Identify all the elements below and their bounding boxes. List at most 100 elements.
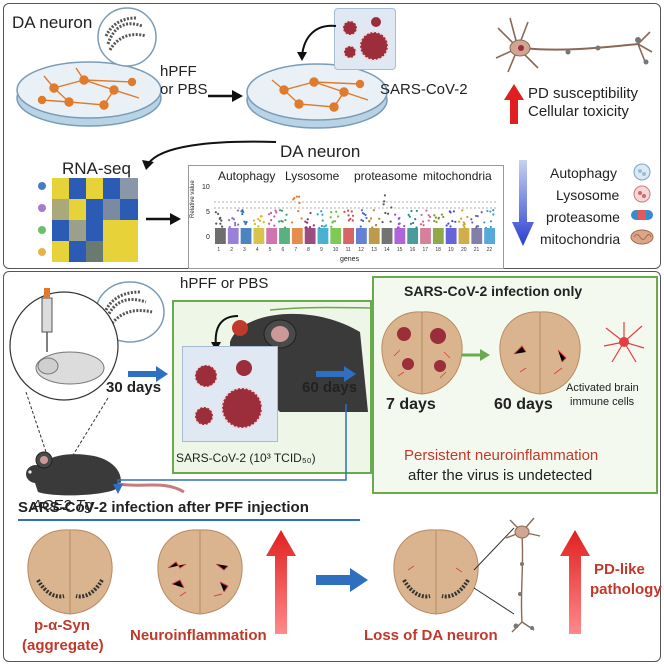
gene-xtick: 7 bbox=[294, 247, 298, 253]
gene-group bbox=[419, 209, 432, 244]
arrow-right-icon bbox=[208, 90, 243, 102]
brain-section-loss bbox=[393, 529, 479, 615]
legend-lysosome: Lysosome bbox=[556, 187, 620, 203]
legend-mitochondria: mitochondria bbox=[540, 231, 621, 247]
plot-category-autophagy: Autophagy bbox=[218, 169, 276, 183]
days-30-label: 30 days bbox=[106, 379, 162, 396]
pd-like-label-1: PD-like bbox=[594, 561, 645, 578]
gene-xtick: 19 bbox=[448, 247, 454, 253]
mouse-label: ACE2 Tg bbox=[32, 497, 93, 514]
outcome-1: PD susceptibility bbox=[528, 85, 639, 102]
pasyn-label-1: p-α-Syn bbox=[34, 617, 90, 634]
immune-label-2: immune cells bbox=[570, 396, 635, 408]
gene-xtick: 8 bbox=[307, 247, 310, 253]
after-pff-title: SARS-CoV-2 infection after PFF injection bbox=[18, 499, 309, 516]
gene-group bbox=[278, 209, 290, 244]
virus-label: SARS-CoV-2 bbox=[380, 81, 468, 98]
gene-xtick: 16 bbox=[409, 247, 416, 253]
blue-arrow-right-icon-2 bbox=[316, 366, 356, 382]
gene-xtick: 14 bbox=[384, 247, 390, 253]
gene-xtick: 10 bbox=[332, 247, 339, 253]
gene-group bbox=[381, 194, 393, 244]
gene-group bbox=[266, 209, 278, 244]
blue-arrow-right-icon bbox=[128, 366, 168, 382]
gene-group bbox=[356, 209, 368, 244]
gene-xtick: 17 bbox=[422, 247, 429, 253]
mouse-icon bbox=[26, 451, 185, 496]
loss-label: Loss of DA neuron bbox=[364, 627, 498, 644]
days-60-label: 60 days bbox=[302, 379, 358, 396]
immune-label-1: Activated brain bbox=[566, 382, 639, 394]
gene-plot bbox=[214, 194, 496, 244]
blue-big-arrow-icon bbox=[316, 568, 368, 592]
plot-ytick-0: 0 bbox=[206, 234, 210, 241]
green-short-arrow-icon bbox=[462, 349, 490, 361]
rnaseq-heatmap bbox=[38, 178, 138, 262]
after-pff-rule bbox=[18, 519, 360, 521]
lysosome-icon bbox=[633, 185, 651, 203]
gene-group bbox=[343, 209, 355, 244]
gene-group bbox=[470, 211, 483, 244]
treatment-label-2: or PBS bbox=[160, 81, 208, 98]
legend-proteasome: proteasome bbox=[546, 209, 620, 225]
petri-dish-infected bbox=[246, 63, 388, 129]
gene-xtick: 15 bbox=[396, 247, 403, 253]
plot-ylabel: Relative value bbox=[190, 180, 196, 218]
brain-section-inflamed bbox=[157, 529, 243, 615]
dashed-lines bbox=[25, 391, 109, 465]
gene-xtick: 22 bbox=[486, 247, 493, 253]
legend-autophagy: Autophagy bbox=[550, 165, 617, 181]
red-up-arrow-icon-3 bbox=[560, 530, 590, 634]
proteasome-icon bbox=[631, 210, 653, 220]
plot-xlabel: genes bbox=[340, 256, 360, 263]
plot-category-mitochondria: mitochondria bbox=[423, 169, 492, 183]
plot-category-lysosome: Lysosome bbox=[285, 169, 340, 183]
brain-section-60d bbox=[499, 311, 581, 395]
gene-xtick: 3 bbox=[243, 247, 246, 253]
red-up-arrow-icon bbox=[504, 84, 524, 124]
gene-group bbox=[291, 195, 303, 244]
persistent-label-1: Persistent neuroinflammation bbox=[404, 447, 599, 464]
gene-xtick: 9 bbox=[319, 247, 323, 253]
blue-down-arrow-icon bbox=[512, 160, 534, 246]
autophagy-icon bbox=[633, 163, 651, 181]
blue-line-arrow-icon bbox=[113, 404, 347, 494]
da-neuron-label-2: DA neuron bbox=[280, 142, 361, 161]
da-neuron-label: DA neuron bbox=[12, 13, 93, 32]
gene-plot-frame bbox=[188, 165, 504, 269]
pasyn-label-2: (aggregate) bbox=[22, 637, 104, 654]
gene-xtick: 5 bbox=[268, 247, 272, 253]
gene-xtick: 11 bbox=[345, 247, 351, 253]
gene-group bbox=[329, 210, 342, 244]
gene-group bbox=[457, 209, 470, 244]
treatment-label: hPFF or PBS bbox=[180, 275, 269, 292]
injection-magnifier bbox=[9, 288, 119, 401]
infection-only-title: SARS-CoV-2 infection only bbox=[404, 283, 583, 299]
gene-xtick: 20 bbox=[460, 247, 467, 253]
gene-group bbox=[304, 211, 316, 244]
gene-group bbox=[252, 215, 265, 244]
pd-like-label-2: pathology bbox=[590, 581, 662, 598]
gene-xtick: 1 bbox=[217, 247, 221, 253]
gene-group bbox=[445, 210, 457, 244]
days-7-label: 7 days bbox=[386, 396, 436, 413]
arrow-to-rnaseq-icon bbox=[142, 140, 277, 170]
virus-icon bbox=[342, 17, 389, 61]
brain-section-pasyn bbox=[27, 529, 113, 615]
gene-group bbox=[394, 213, 406, 244]
gene-group bbox=[368, 209, 381, 244]
gene-group bbox=[432, 213, 445, 244]
gene-group bbox=[407, 209, 419, 244]
arrow-right-icon-2 bbox=[146, 213, 181, 225]
gene-xtick: 13 bbox=[371, 247, 377, 253]
gene-xtick: 6 bbox=[281, 247, 285, 253]
dose-label: SARS-CoV-2 (10³ TCID₅₀) bbox=[176, 451, 316, 465]
gene-xtick: 2 bbox=[230, 247, 233, 253]
virus-icon-2 bbox=[194, 360, 263, 429]
outcome-2: Cellular toxicity bbox=[528, 103, 629, 120]
plot-ytick-5: 5 bbox=[206, 209, 210, 216]
rnaseq-label: RNA-seq bbox=[62, 159, 131, 178]
days-60-b-label: 60 days bbox=[494, 396, 553, 413]
gene-xtick: 4 bbox=[255, 247, 259, 253]
